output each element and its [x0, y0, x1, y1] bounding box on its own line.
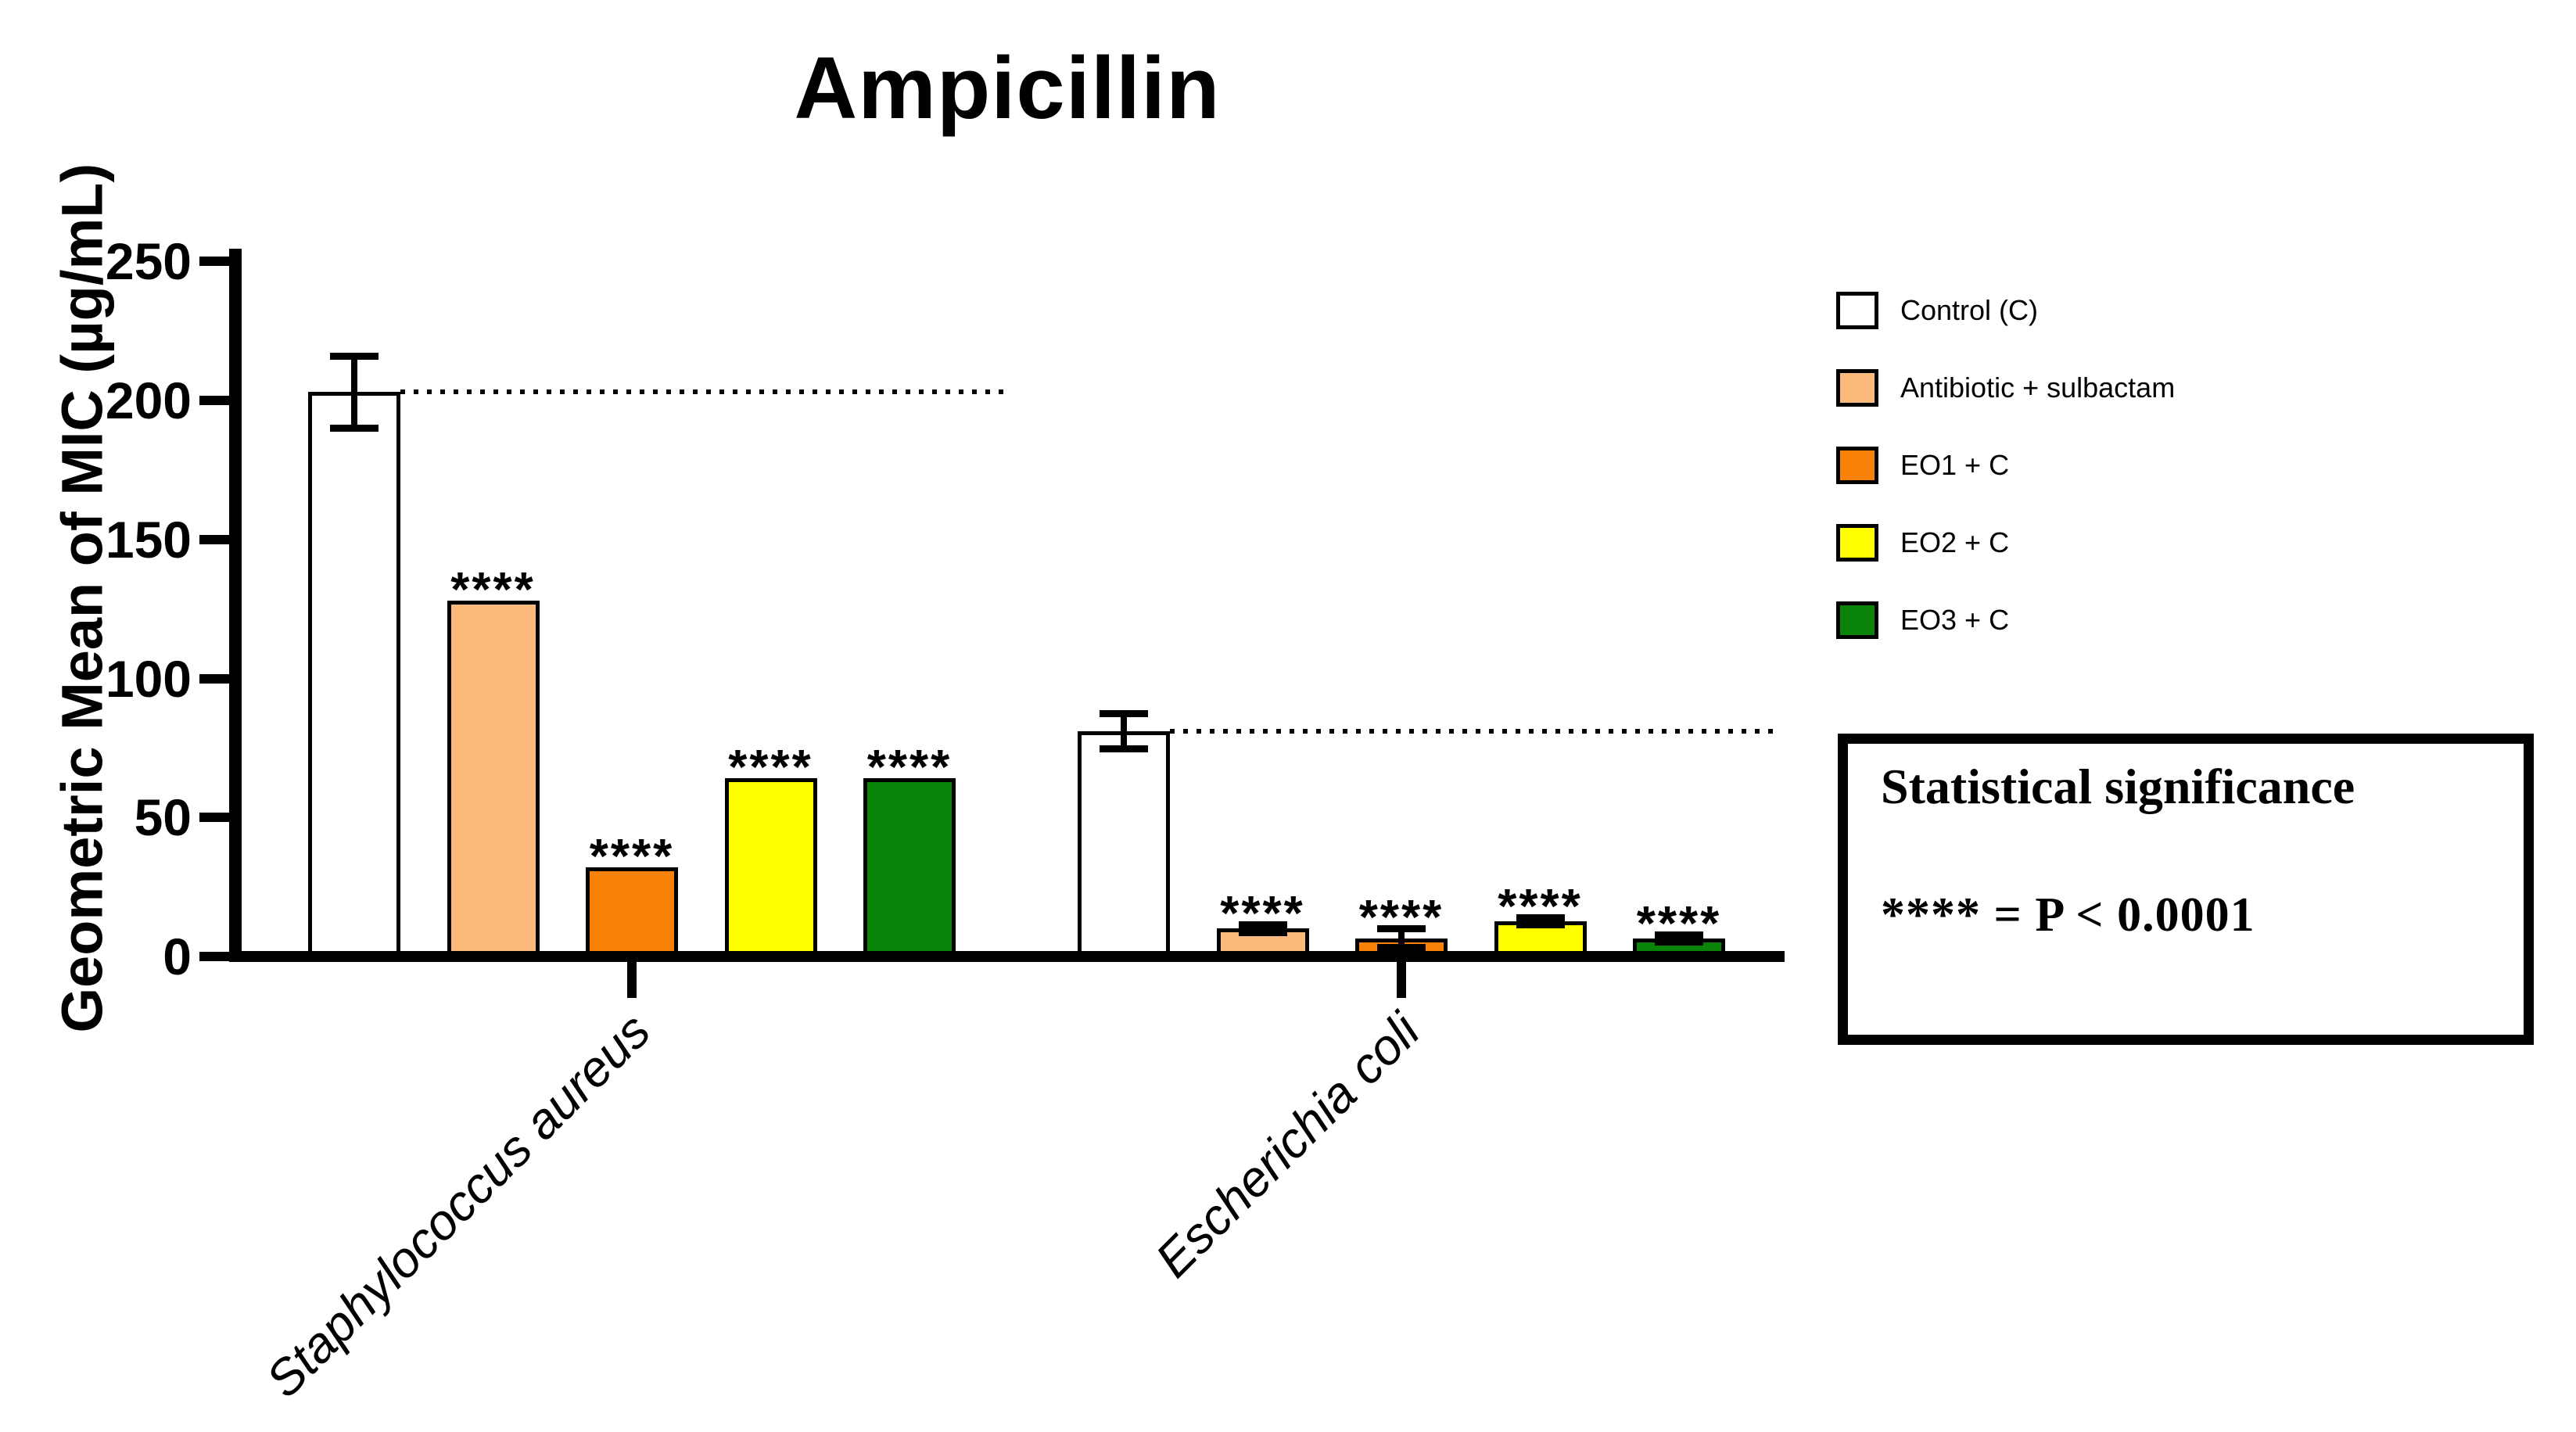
legend-swatch	[1836, 292, 1878, 329]
error-bar-line	[1537, 917, 1544, 926]
chart-bar	[724, 778, 817, 956]
reference-dotted-line	[400, 389, 1010, 395]
legend-item: EO2 + C	[1836, 523, 2009, 562]
legend-item: EO3 + C	[1836, 601, 2009, 640]
error-bar-line	[1398, 928, 1405, 949]
x-axis-line	[229, 951, 1785, 962]
y-tick-label: 0	[163, 928, 192, 985]
legend-item: EO1 + C	[1836, 446, 2009, 485]
error-bar-cap	[1238, 928, 1287, 936]
error-bar-cap	[1238, 921, 1287, 929]
legend-swatch	[1836, 369, 1878, 407]
y-tick	[199, 396, 231, 405]
error-bar-line	[351, 356, 357, 429]
y-tick	[199, 257, 231, 267]
x-category-label: Escherichia coli	[1145, 1002, 1431, 1288]
error-bar-line	[1259, 924, 1266, 933]
reference-dotted-line	[1170, 729, 1780, 734]
legend-label: EO1 + C	[1900, 449, 2010, 481]
y-tick	[199, 952, 231, 961]
significance-stars: ****	[1498, 879, 1583, 934]
error-bar-cap	[1100, 745, 1148, 753]
legend-label: Control (C)	[1900, 294, 2039, 326]
stat-box-title: Statistical significance	[1881, 759, 2355, 814]
error-bar-cap	[1377, 944, 1426, 952]
legend-item: Control (C)	[1836, 291, 2038, 330]
y-tick	[199, 673, 231, 684]
legend-item: Antibiotic + sulbactam	[1836, 368, 2175, 407]
legend-label: Antibiotic + sulbactam	[1900, 371, 2176, 404]
x-group-tick	[1397, 962, 1406, 998]
significance-stars: ****	[1358, 891, 1444, 946]
y-tick-label: 50	[134, 788, 192, 847]
y-axis-line	[229, 249, 242, 962]
error-bar-cap	[1655, 939, 1703, 946]
x-category-label: Staphylococcus aureus	[255, 1002, 662, 1409]
legend-swatch	[1836, 601, 1878, 639]
error-bar-line	[1676, 934, 1682, 943]
x-group-tick	[627, 962, 637, 998]
significance-stars: ****	[1220, 887, 1305, 942]
error-bar-cap	[1516, 921, 1565, 929]
error-bar-cap	[1377, 925, 1426, 933]
chart-bar	[863, 778, 956, 956]
error-bar-cap	[1100, 709, 1148, 717]
significance-stars: ****	[589, 830, 675, 885]
significance-stars: ****	[1636, 896, 1722, 951]
significance-stars: ****	[866, 741, 953, 795]
significance-stars: ****	[728, 741, 813, 795]
legend-label: EO2 + C	[1900, 526, 2010, 558]
y-tick	[199, 813, 231, 823]
legend-swatch	[1836, 447, 1878, 484]
legend-label: EO3 + C	[1900, 604, 2010, 636]
y-tick	[199, 534, 231, 544]
error-bar-cap	[1655, 931, 1703, 939]
error-bar-cap	[330, 353, 379, 361]
error-bar-line	[1121, 712, 1127, 750]
chart-bar	[308, 392, 400, 956]
chart-title: Ampicillin	[794, 39, 1221, 137]
significance-stars: ****	[450, 562, 536, 617]
chart-bar	[447, 600, 540, 956]
y-tick-label: 250	[105, 232, 192, 291]
error-bar-cap	[330, 424, 379, 432]
legend-swatch	[1836, 524, 1878, 562]
stat-box: Statistical significance **** = P < 0.00…	[1838, 734, 2534, 1045]
y-tick-label: 100	[105, 649, 192, 708]
y-tick-label: 200	[105, 371, 192, 429]
stat-box-note: **** = P < 0.0001	[1881, 888, 2255, 942]
chart-bar	[1078, 731, 1170, 956]
error-bar-cap	[1516, 913, 1565, 921]
y-tick-label: 150	[105, 510, 192, 569]
